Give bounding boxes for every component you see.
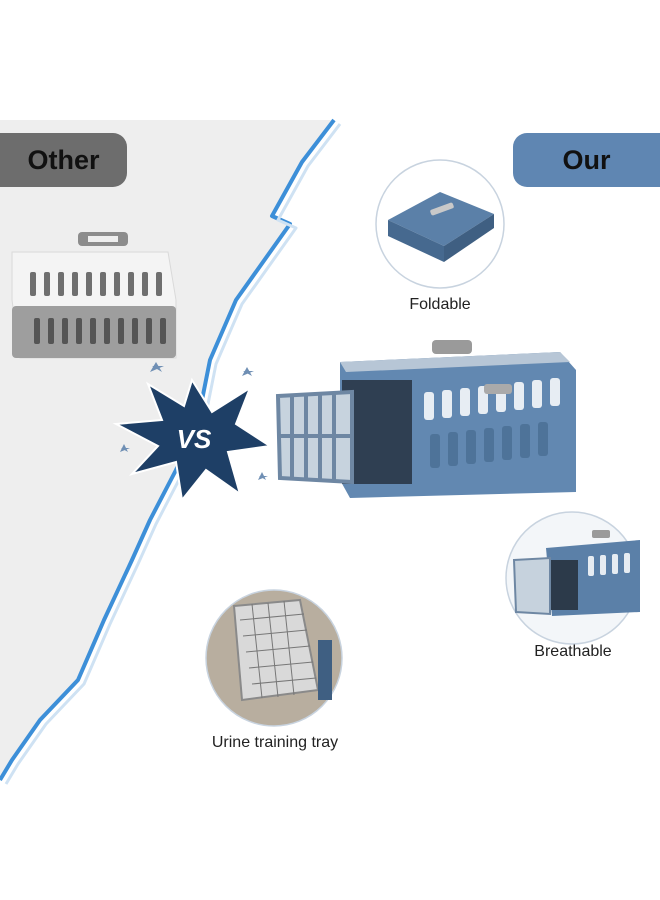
vs-label: VS [176, 424, 212, 454]
other-badge: Other [0, 133, 127, 187]
foldable-caption: Foldable [409, 296, 471, 313]
urine-tray-caption: Urine training tray [211, 734, 339, 751]
folded-crate-image [388, 192, 494, 262]
urine-tray-image [232, 598, 332, 702]
other-carrier-image [11, 232, 177, 359]
our-badge: Our [513, 133, 660, 187]
vs-burst [112, 362, 273, 503]
breathable-crate-image [512, 530, 640, 616]
other-label: Other [27, 145, 100, 175]
our-crate-image [275, 340, 576, 498]
our-label: Our [562, 145, 611, 175]
breathable-caption: Breathable [534, 643, 612, 660]
